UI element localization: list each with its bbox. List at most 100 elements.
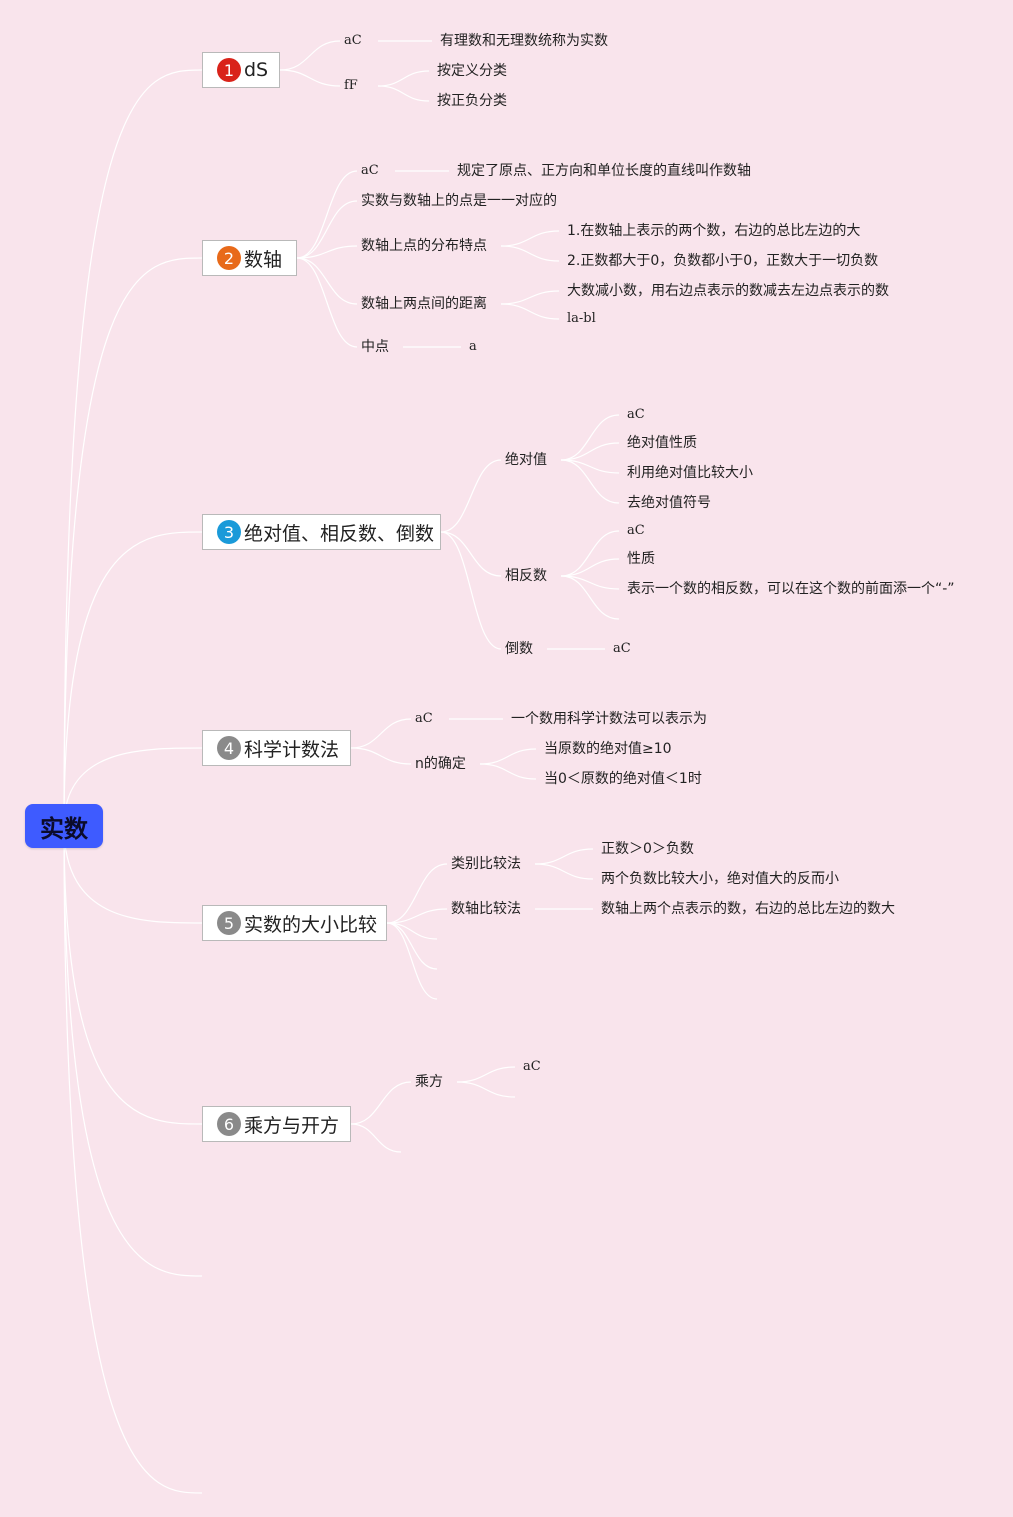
leaf-item[interactable]: 表示一个数的相反数，可以在这个数的前面添一个“-” [627, 581, 955, 597]
leaf-item[interactable]: aC [627, 407, 645, 422]
connector-line [377, 85, 430, 102]
connector-line [560, 575, 620, 620]
number-badge-icon: 2 [217, 246, 241, 270]
subtopic[interactable]: n的确定 [415, 756, 466, 772]
leaf-item[interactable]: aC [613, 641, 631, 656]
leaf-item[interactable]: 按定义分类 [437, 63, 507, 79]
leaf-item[interactable]: a [469, 339, 477, 354]
connector-line [296, 245, 358, 259]
connector-line [440, 459, 502, 533]
leaf-item[interactable]: 当原数的绝对值≥10 [544, 741, 672, 757]
leaf-item[interactable]: 当0＜原数的绝对值＜1时 [544, 771, 702, 787]
leaf-item[interactable]: aC [627, 523, 645, 538]
connector-line [500, 290, 560, 305]
connector-line [296, 200, 358, 259]
connector-line [377, 70, 430, 87]
connector-line [350, 747, 412, 765]
connector-line [386, 863, 448, 924]
number-badge-icon: 6 [217, 1112, 241, 1136]
subtopic[interactable]: 相反数 [505, 568, 547, 584]
connector-line [456, 1081, 516, 1098]
connector-line [63, 825, 203, 1277]
connector-line [386, 922, 438, 940]
connector-line [440, 531, 502, 650]
number-badge-icon: 4 [217, 736, 241, 760]
connector-line [534, 848, 594, 865]
connector-line [350, 1081, 412, 1125]
subtopic[interactable]: aC [415, 711, 433, 726]
subtopic[interactable]: 类别比较法 [451, 856, 521, 872]
subtopic[interactable]: aC [361, 163, 379, 178]
connector-line [500, 245, 560, 262]
topic-label: dS [244, 59, 269, 81]
leaf-item[interactable]: 一个数用科学计数法可以表示为 [511, 711, 707, 727]
connector-line [386, 908, 448, 924]
connector-line [279, 69, 341, 87]
subtopic[interactable]: fF [344, 78, 358, 93]
connector-line [63, 69, 203, 827]
connector-line [63, 825, 203, 924]
connector-line [500, 230, 560, 247]
leaf-item[interactable]: 规定了原点、正方向和单位长度的直线叫作数轴 [457, 163, 751, 179]
connector-line [386, 922, 438, 970]
subtopic[interactable]: aC [344, 33, 362, 48]
topic-label: 绝对值、相反数、倒数 [244, 522, 435, 545]
connector-line [296, 170, 358, 259]
connector-line [560, 442, 620, 461]
connector-line [63, 531, 203, 827]
leaf-item[interactable]: la-bl [567, 311, 596, 326]
subtopic[interactable]: 绝对值 [505, 452, 547, 468]
number-badge-icon: 5 [217, 911, 241, 935]
leaf-item[interactable]: 利用绝对值比较大小 [627, 465, 753, 481]
connector-line [350, 1123, 402, 1153]
leaf-item[interactable]: 大数减小数，用右边点表示的数减去左边点表示的数 [567, 283, 889, 299]
leaf-item[interactable]: 按正负分类 [437, 93, 507, 109]
subtopic[interactable]: 倒数 [505, 641, 533, 657]
leaf-item[interactable]: 绝对值性质 [627, 435, 697, 451]
topic-label: 科学计数法 [244, 738, 340, 761]
connector-line [560, 575, 620, 590]
subtopic[interactable]: 实数与数轴上的点是一一对应的 [361, 193, 557, 209]
connector-line [560, 530, 620, 577]
connector-line [560, 459, 620, 504]
connector-line [296, 257, 358, 305]
connector-line [63, 747, 203, 827]
connector-line [350, 718, 412, 749]
connector-line [386, 922, 438, 1000]
subtopic[interactable]: 数轴上点的分布特点 [361, 238, 487, 254]
leaf-item[interactable]: 1.在数轴上表示的两个数，右边的总比左边的大 [567, 223, 861, 239]
subtopic[interactable]: 中点 [361, 339, 389, 355]
leaf-item[interactable]: 2.正数都大于0，负数都小于0，正数大于一切负数 [567, 253, 879, 269]
topic-label: 数轴 [244, 248, 283, 271]
subtopic[interactable]: 数轴比较法 [451, 901, 521, 917]
leaf-item[interactable]: 两个负数比较大小，绝对值大的反而小 [601, 871, 839, 887]
number-badge-icon: 1 [217, 58, 241, 82]
connector-line [63, 825, 203, 1494]
topic-label: 乘方与开方 [244, 1114, 340, 1137]
connector-line [560, 558, 620, 577]
subtopic[interactable]: 乘方 [415, 1074, 443, 1090]
leaf-item[interactable]: 去绝对值符号 [627, 495, 711, 511]
topic-label: 实数的大小比较 [244, 913, 378, 936]
leaf-item[interactable]: 性质 [627, 551, 655, 567]
root-topic[interactable]: 实数 [25, 804, 103, 848]
subtopic[interactable]: 数轴上两点间的距离 [361, 296, 487, 312]
connector-line [479, 763, 537, 780]
leaf-item[interactable]: 正数＞0＞负数 [601, 841, 694, 857]
connector-line [456, 1066, 516, 1083]
connector-line [63, 825, 203, 1125]
connector-line [279, 40, 341, 71]
connector-line [560, 414, 620, 461]
leaf-item[interactable]: 有理数和无理数统称为实数 [440, 33, 608, 49]
connector-line [500, 303, 560, 320]
leaf-item[interactable]: aC [523, 1059, 541, 1074]
leaf-item[interactable]: 数轴上两个点表示的数，右边的总比左边的数大 [601, 901, 895, 917]
